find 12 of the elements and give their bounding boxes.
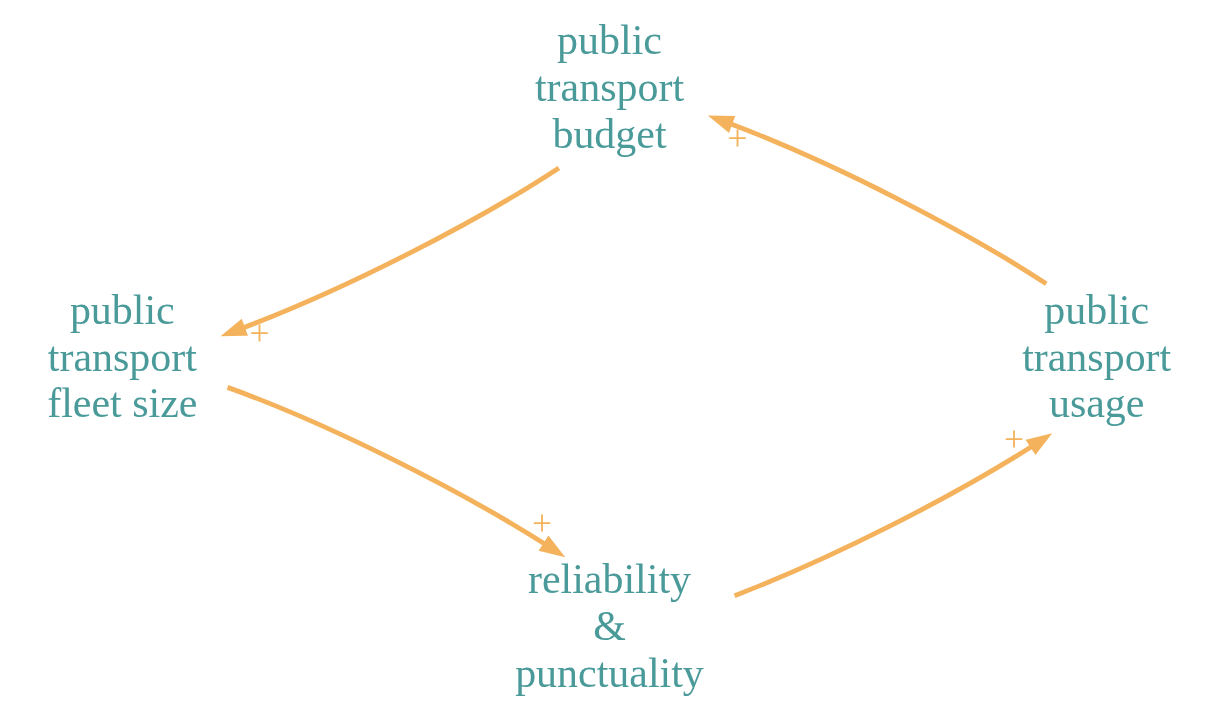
arrow [220,165,561,337]
node-text: reliability & punctuality [515,556,704,696]
edge-label: + [531,502,552,543]
edge-label: + [727,117,748,158]
arrow [226,385,566,558]
node-text: public transport fleet size [47,286,198,427]
arrow [707,115,1048,286]
node-text: public transport budget [534,17,685,158]
arrow [733,433,1053,598]
edge-label: + [1004,418,1025,459]
node-text: public transport usage [1022,286,1172,427]
edge-label: + [249,313,270,354]
